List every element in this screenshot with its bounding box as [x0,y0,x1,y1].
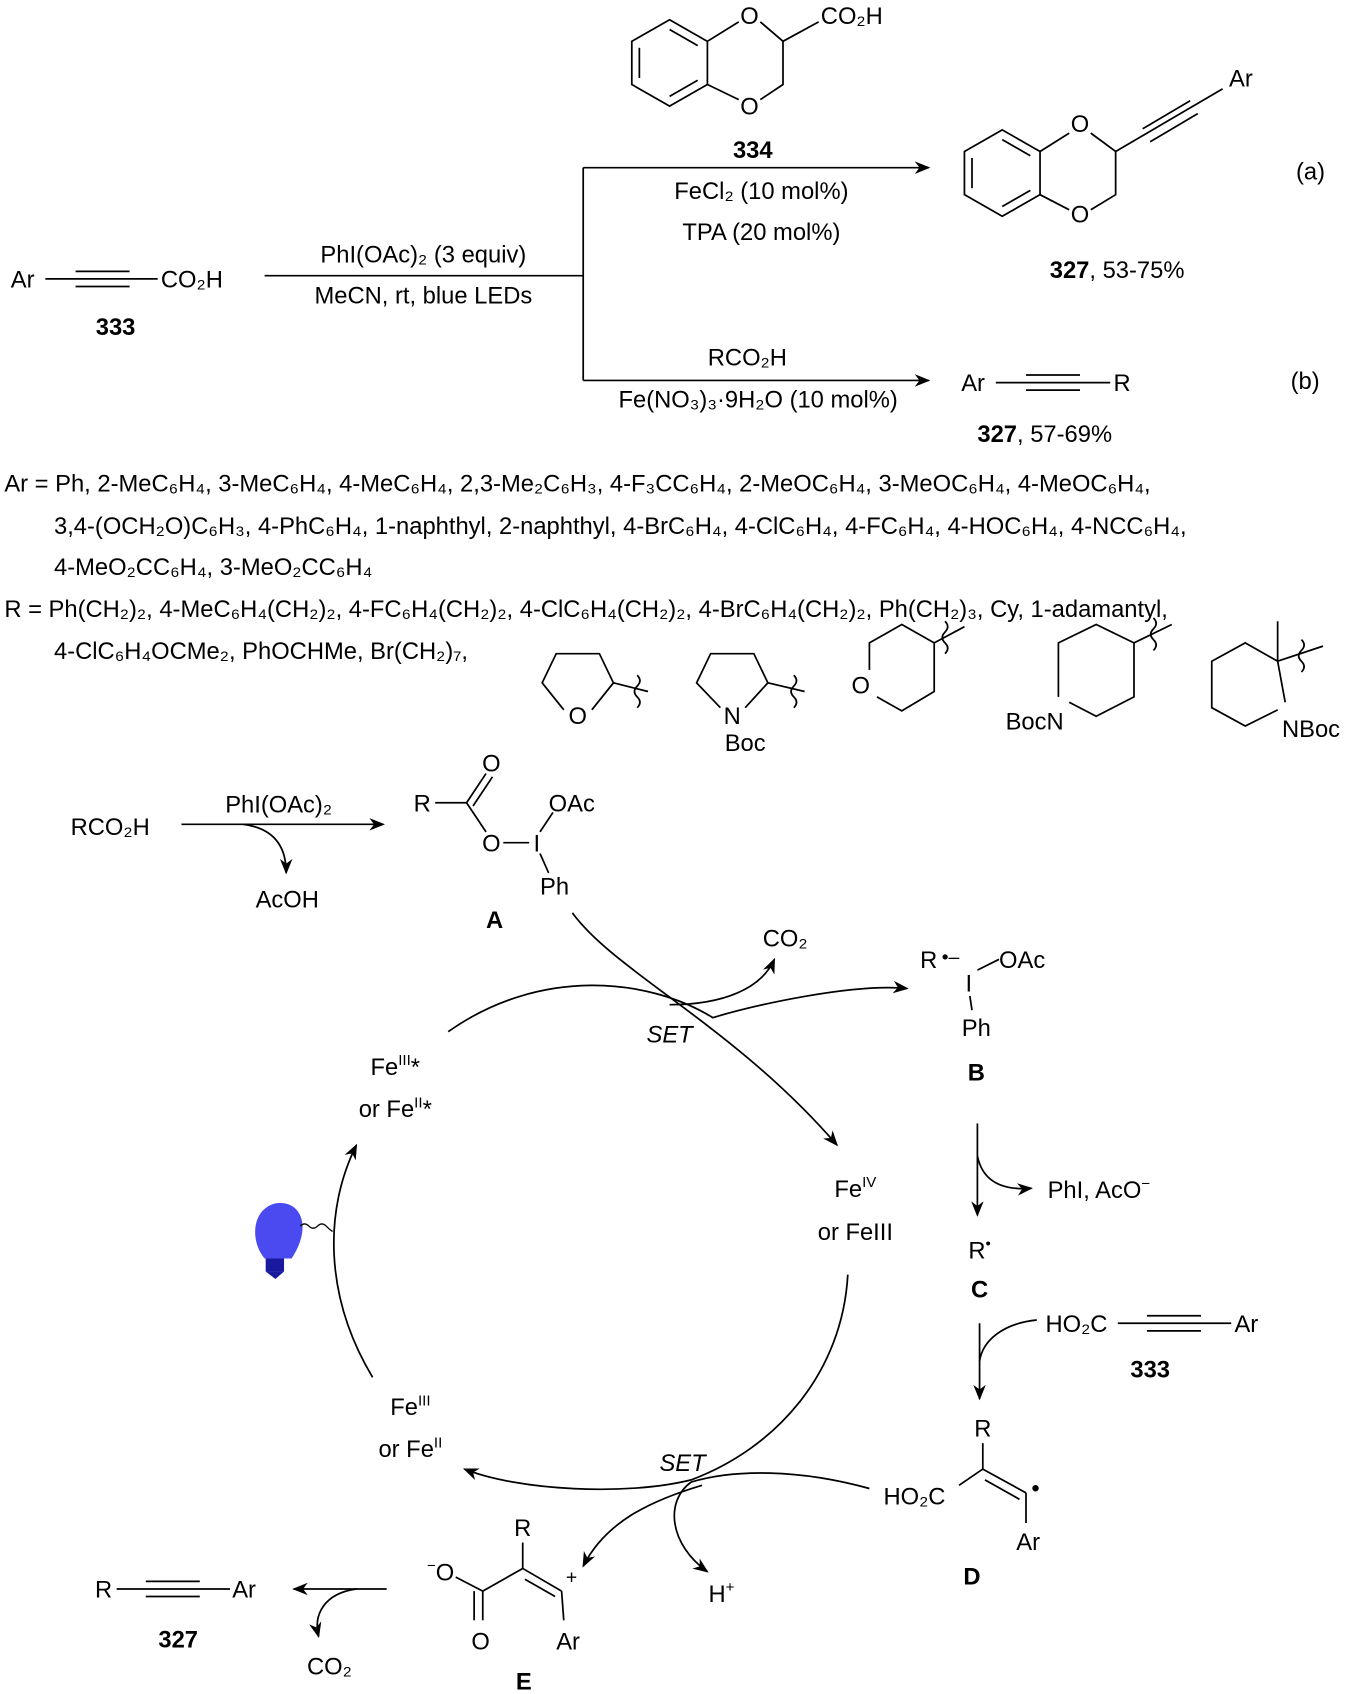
route-label-a: (a) [1296,159,1325,186]
phenyl-label: Ph [540,874,569,901]
intermediate-d-label: D [963,1564,980,1591]
bocn-label: BocN [1006,708,1064,735]
intermediate-a-label: A [486,907,503,934]
condition-a-ligand: TPA (20 mol%) [682,219,840,246]
r-label: R [974,1416,991,1443]
reagent-label: PhI(OAc)₂ [225,791,332,818]
product-b-structure: Ar R 327, 57-69% (b) [961,368,1319,448]
fe-excited-label: FeIII* [370,1052,420,1081]
r-label: R [514,1515,531,1542]
compound-334-label: 334 [733,137,773,164]
set-label: SET [646,1021,694,1048]
oac-label: OAc [549,790,595,817]
condition-solvent: MeCN, rt, blue LEDs [314,283,532,310]
fe-excited-alt-label: or FeII* [359,1094,432,1123]
fragment-tetrahydrofuranyl: O [541,652,649,730]
ar-scope-line: Ar = Ph, 2-MeC₆H₄, 3-MeC₆H₄, 4-MeC₆H₄, 2… [4,471,1150,498]
set-label: SET [659,1450,707,1477]
proton-label: H+ [708,1579,734,1608]
route-label-b: (b) [1291,368,1320,395]
product-a-yield: 327, 53-75% [1050,257,1185,284]
oxygen-label: O [1071,202,1089,229]
r-label: R [95,1577,112,1604]
oxygen-label: O [482,830,500,857]
oac-label: OAc [999,947,1045,974]
rco2h-label: RCO₂H [71,814,150,841]
r-label: R [414,790,431,817]
oxygen-label: O [482,750,500,777]
excitation-arrow [332,1143,374,1378]
light-bulb-icon [255,1202,333,1279]
compound-334-structure: O O CO₂H 334 [630,3,883,164]
co2-label: CO₂ [763,925,808,952]
oxygen-label: O [569,703,587,730]
aryl-label: Ar [1234,1311,1258,1338]
intermediate-b: R •– I OAc Ph B [920,947,1045,1087]
intermediate-b-label: B [968,1059,985,1086]
condition-b-acid: RCO₂H [708,344,787,371]
intermediate-e-label: E [516,1668,532,1694]
fe-oxidized-label: FeIV [834,1174,877,1203]
intermediate-c-label: C [971,1276,988,1303]
condition-b-catalyst: Fe(NO₃)₃·9H₂O (10 mol%) [619,386,898,413]
phenyl-label: Ph [962,1015,991,1042]
product-327-label: 327 [158,1626,198,1653]
intermediate-e: −O O R + Ar E [427,1515,580,1694]
product-a-structure: O O Ar 327, 53-75% (a) [963,66,1325,284]
carboxylate-o: −O [427,1558,454,1587]
product-327: R Ar 327 [95,1577,256,1654]
carboxyl-label: CO₂H [161,267,223,294]
intermediate-d: R HO₂C • Ar D [883,1416,1040,1591]
co2-label: CO₂ [307,1653,352,1680]
reagent-333: HO₂C Ar 333 [1045,1311,1258,1383]
aryl-label: Ar [11,267,35,294]
fragment-boc-methylpiperidinyl: NBoc [1210,621,1340,743]
fe-oxidized-alt-label: or FeIII [818,1219,893,1246]
radical-anion-mark: •– [942,947,960,969]
aryl-label: Ar [556,1628,580,1655]
boc-label: Boc [725,730,766,757]
r-scope-line: R = Ph(CH₂)₂, 4-MeC₆H₄(CH₂)₂, 4-FC₆H₄(CH… [4,596,1168,623]
cation-mark: + [566,1567,577,1589]
iodine-label: I [965,971,972,998]
intermediate-a: R O O I OAc Ph A [414,750,595,934]
fe-ground-alt-label: or FeII [378,1434,442,1463]
iodine-label: I [533,830,540,857]
fragment-tetrahydropyranyl: O [852,620,965,712]
radical-c: R• [968,1236,990,1265]
r-scope-line: 4-ClC₆H₄OCMe₂, PhOCHMe, Br(CH₂)₇, [54,638,468,665]
nitrogen-label: N [724,703,741,730]
compound-333: Ar CO₂H 333 [11,267,223,342]
oxygen-label: O [1071,111,1089,138]
r-label: R [1113,370,1130,397]
oxygen-label: O [852,673,870,700]
nboc-label: NBoc [1282,716,1340,743]
oxygen-label: O [740,3,758,30]
ar-scope-line: 3,4-(OCH₂O)C₆H₃, 4-PhC₆H₄, 1-naphthyl, 2… [54,513,1187,540]
oxygen-label: O [740,94,758,121]
fragment-boc-pyrrolidinyl: N Boc [695,652,805,757]
radical-dot: • [1031,1475,1039,1502]
aryl-label: Ar [1016,1529,1040,1556]
condition-a-catalyst: FeCl₂ (10 mol%) [674,178,848,205]
aryl-label: Ar [1229,66,1253,93]
byproduct-label: PhI, AcO− [1048,1175,1151,1204]
compound-333-label: 333 [1130,1356,1170,1383]
condition-reagent: PhI(OAc)₂ (3 equiv) [320,242,526,269]
aryl-label: Ar [232,1577,256,1604]
reduction-arrow [462,1274,849,1491]
r-label: R [920,947,937,974]
fragment-boc-piperidinyl: BocN [1006,617,1173,735]
acoh-label: AcOH [256,886,319,913]
compound-333-label: 333 [96,314,136,341]
aryl-label: Ar [961,370,985,397]
oxygen-label: O [471,1628,489,1655]
carboxyl-label: CO₂H [821,3,883,30]
product-b-yield: 327, 57-69% [977,421,1112,448]
carboxyl-label: HO₂C [883,1484,945,1511]
carboxyl-label: HO₂C [1045,1311,1107,1338]
ar-scope-line: 4-MeO₂CC₆H₄, 3-MeO₂CC₆H₄ [54,554,372,581]
fe-ground-label: FeIII [390,1392,430,1421]
